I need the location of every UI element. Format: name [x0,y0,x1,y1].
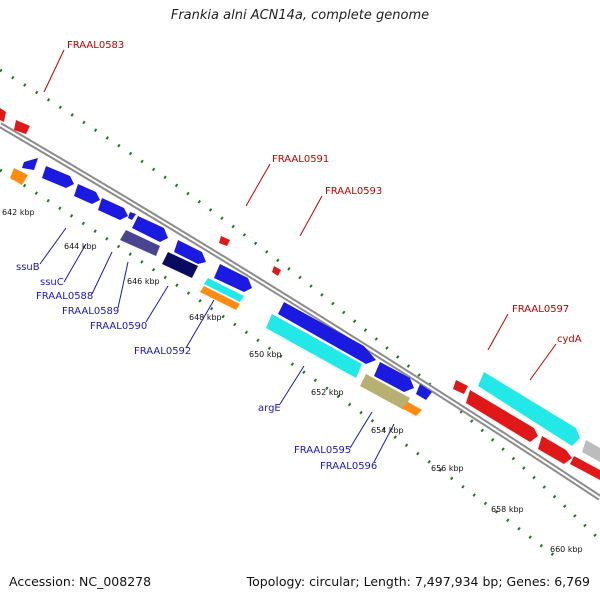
tick-656: 656 kbp [431,464,464,473]
gene-argE[interactable] [278,302,376,364]
tick-labels: 642 kbp 644 kbp 646 kbp 648 kbp 650 kbp … [2,208,583,554]
tick-646: 646 kbp [127,277,160,286]
label-ssuB[interactable]: ssuB [16,262,40,273]
gene-FRAAL0596[interactable] [416,384,432,400]
label-cydA[interactable]: cydA [557,334,582,345]
accession-text: Accession: NC_008278 [9,574,152,589]
gene-FRAAL0590-b[interactable] [162,252,198,278]
gene-cydA[interactable] [466,390,538,442]
tick-652: 652 kbp [311,388,344,397]
forward-gene-labels: FRAAL0583 FRAAL0591 FRAAL0593 FRAAL0597 … [67,40,582,345]
gene-ssuB[interactable] [22,158,38,170]
tick-660: 660 kbp [550,545,583,554]
forward-features [0,108,600,480]
gene-FRAAL0595[interactable] [374,362,414,392]
tick-648: 648 kbp [189,313,222,322]
gene-cyan-a[interactable] [204,278,244,302]
map-title: Frankia alni ACN14a, complete genome [170,8,430,23]
label-FRAAL0597[interactable]: FRAAL0597 [512,304,569,315]
gene-cyan-b[interactable] [478,372,580,446]
gene-khaki[interactable] [360,374,410,410]
gene-FRAAL0588[interactable] [98,198,128,220]
label-argE[interactable]: argE [258,403,281,414]
gene-orange-a[interactable] [10,168,28,185]
gene-FRAAL0590[interactable] [174,240,206,264]
label-FRAAL0588[interactable]: FRAAL0588 [36,291,93,302]
gene-orange-b[interactable] [200,286,240,310]
gene-blue-b[interactable] [128,212,136,220]
gene-FRAAL0597[interactable] [453,380,468,394]
label-FRAAL0596[interactable]: FRAAL0596 [320,461,377,472]
label-ssuC[interactable]: ssuC [40,277,64,288]
inner-dotted-ring [0,168,561,562]
gene-argE-cyan[interactable] [266,314,362,378]
reverse-features [10,158,600,462]
gene-FRAAL0589-b[interactable] [120,230,160,256]
gene-orange-c[interactable] [402,402,422,416]
forward-leaders [43,49,557,381]
reverse-gene-labels: ssuB ssuC FRAAL0588 FRAAL0589 FRAAL0590 … [16,262,377,472]
tick-644: 644 kbp [64,242,97,251]
tick-658: 658 kbp [491,505,524,514]
gene-cydB[interactable] [538,436,572,464]
label-FRAAL0589[interactable]: FRAAL0589 [62,306,119,317]
label-FRAAL0593[interactable]: FRAAL0593 [325,186,382,197]
label-FRAAL0590[interactable]: FRAAL0590 [90,321,147,332]
label-FRAAL0592[interactable]: FRAAL0592 [134,346,191,357]
gene-ssuC[interactable] [74,184,100,204]
genome-backbone-inner [0,124,600,499]
gene-FRAAL0593[interactable] [272,266,281,276]
gene-grey-edge[interactable] [582,440,600,462]
label-FRAAL0595[interactable]: FRAAL0595 [294,445,351,456]
reverse-leaders [39,227,395,463]
tick-650: 650 kbp [249,350,282,359]
tick-654: 654 kbp [371,426,404,435]
genome-summary-text: Topology: circular; Length: 7,497,934 bp… [246,574,590,589]
gene-FRAAL0582[interactable] [0,108,6,122]
gene-red-edge[interactable] [570,456,600,480]
label-FRAAL0591[interactable]: FRAAL0591 [272,154,329,165]
gene-FRAAL0589[interactable] [132,216,168,242]
gene-FRAAL0591[interactable] [219,236,230,246]
gene-FRAAL0592[interactable] [214,264,252,292]
gene-blue-a[interactable] [42,166,74,188]
gene-FRAAL0583[interactable] [14,120,30,134]
outer-dotted-ring [0,68,600,542]
tick-642: 642 kbp [2,208,35,217]
label-FRAAL0583[interactable]: FRAAL0583 [67,40,124,51]
